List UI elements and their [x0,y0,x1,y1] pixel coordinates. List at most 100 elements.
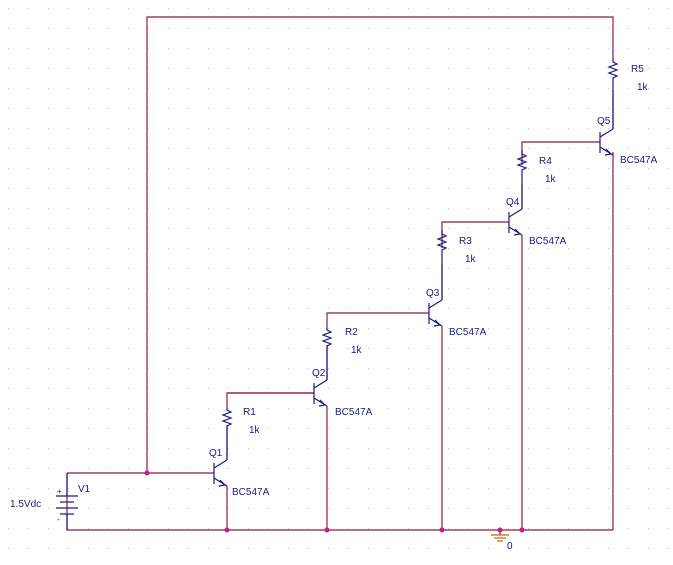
grid-dot [8,128,9,129]
grid-dot [28,8,29,9]
grid-dot [328,68,329,69]
grid-dot [668,128,669,129]
grid-dot [308,348,309,349]
grid-dot [308,188,309,189]
grid-dot [88,548,89,549]
grid-dot [128,388,129,389]
grid-dot [48,488,49,489]
grid-dot [148,328,149,329]
grid-dot [88,528,89,529]
grid-dot [148,188,149,189]
grid-dot [128,128,129,129]
grid-dot [608,168,609,169]
grid-dot [608,8,609,9]
grid-dot [268,8,269,9]
grid-dot [448,68,449,69]
grid-dot [308,408,309,409]
grid-dot [428,128,429,129]
grid-dot [108,308,109,309]
grid-dot [28,488,29,489]
grid-dot [528,528,529,529]
resistor-r4 [516,150,528,209]
grid-dot [128,8,129,9]
grid-dot [628,548,629,549]
grid-dot [408,88,409,89]
grid-dot [28,48,29,49]
grid-dot [408,68,409,69]
grid-dot [528,188,529,189]
grid-dot [88,488,89,489]
grid-dot [348,388,349,389]
grid-dot [288,368,289,369]
grid-dot [168,548,169,549]
grid-dot [428,448,429,449]
grid-dot [388,168,389,169]
grid-dot [348,428,349,429]
r4-ref-label: R4 [539,156,552,167]
grid-dot [68,248,69,249]
grid-dot [108,108,109,109]
r4-value-label: 1k [545,174,557,185]
grid-dot [288,168,289,169]
grid-dot [408,328,409,329]
grid-dot [588,488,589,489]
grid-dot [328,248,329,249]
grid-dot [448,488,449,489]
grid-dot [88,368,89,369]
grid-dot [168,28,169,29]
grid-dot [568,228,569,229]
grid-dot [8,148,9,149]
grid-dot [288,228,289,229]
q5-model-label: BC547A [620,155,658,166]
grid-dot [588,28,589,29]
grid-dot [508,368,509,369]
grid-dot [188,228,189,229]
grid-dot [428,188,429,189]
grid-dot [108,448,109,449]
grid-dot [388,108,389,109]
grid-dot [108,348,109,349]
grid-dot [108,548,109,549]
grid-dot [228,308,229,309]
grid-dot [428,248,429,249]
grid-dot [28,348,29,349]
grid-dot [48,28,49,29]
grid-dot [648,168,649,169]
grid-dot [248,348,249,349]
grid-dot [548,8,549,9]
grid-dot [228,288,229,289]
grid-dot [608,408,609,409]
grid-dot [128,288,129,289]
grid-dot [568,508,569,509]
grid-dot [628,508,629,509]
grid-dot [568,48,569,49]
grid-dot [8,408,9,409]
grid-dot [208,68,209,69]
grid-dot [88,268,89,269]
grid-dot [108,208,109,209]
grid-dot [48,368,49,369]
grid-dot [8,448,9,449]
grid-dot [248,28,249,29]
grid-dot [388,8,389,9]
grid-dot [68,8,69,9]
grid-dot [128,468,129,469]
grid-dot [668,188,669,189]
grid-dot [108,408,109,409]
grid-dot [148,88,149,89]
grid-dot [208,208,209,209]
grid-dot [348,148,349,149]
grid-dot [648,28,649,29]
grid-dot [428,288,429,289]
junction-dot [497,527,503,533]
grid-dot [228,168,229,169]
grid-dot [268,488,269,489]
grid-dot [588,108,589,109]
grid-dot [488,108,489,109]
grid-dot [348,368,349,369]
grid-dot [668,88,669,89]
grid-dot [388,448,389,449]
wires [66,16,614,535]
grid-dot [528,368,529,369]
grid-dot [328,268,329,269]
